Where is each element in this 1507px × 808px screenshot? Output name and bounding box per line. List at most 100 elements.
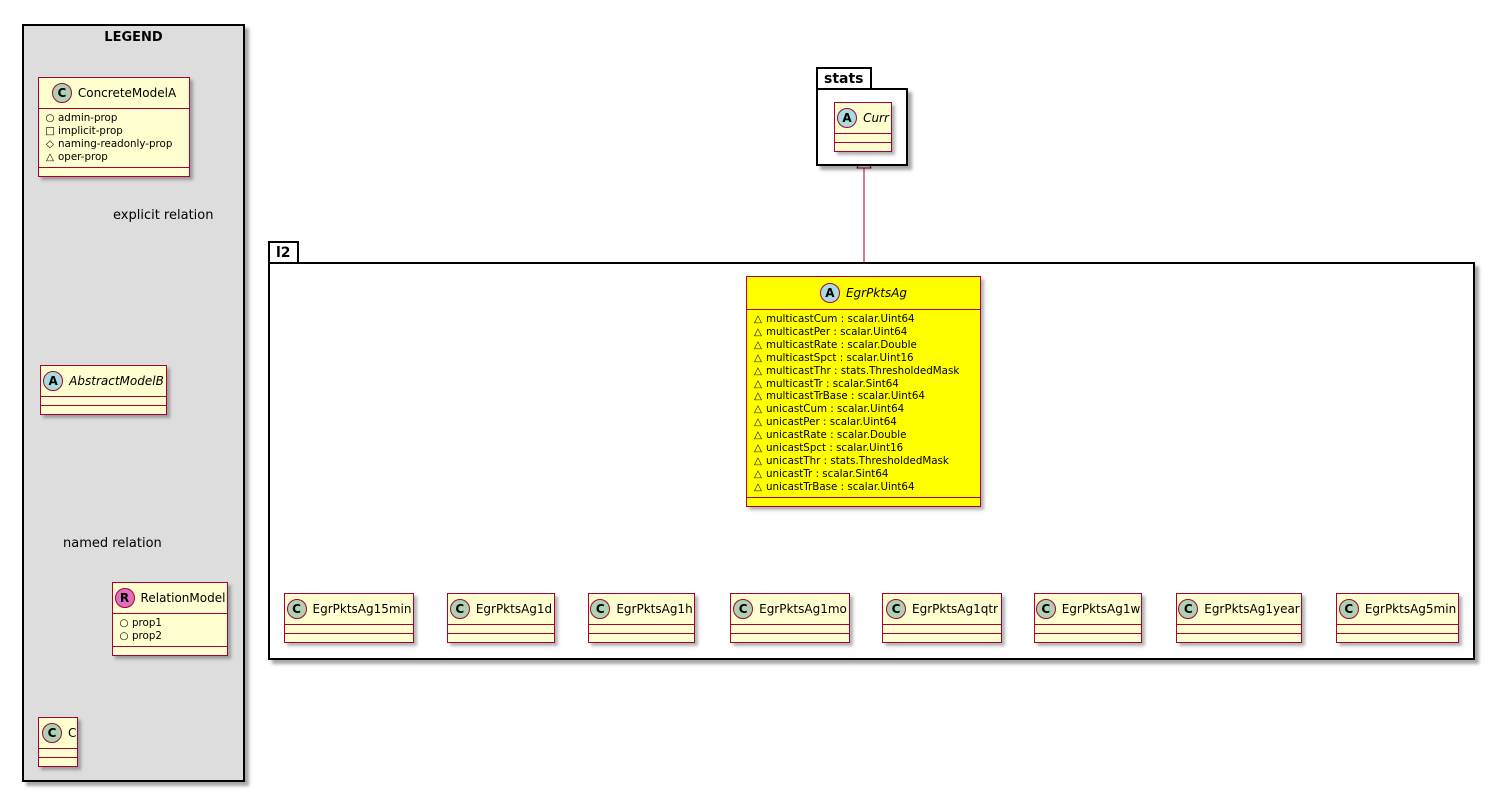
package-visibility-icon: △ bbox=[754, 364, 762, 377]
method-compartment bbox=[448, 634, 554, 642]
package-visibility-icon: △ bbox=[754, 403, 762, 416]
attribute-row: ○prop1 bbox=[119, 617, 221, 630]
relation-model-class[interactable]: R RelationModel ○prop1 ○prop2 bbox=[112, 582, 228, 656]
attribute-compartment bbox=[41, 397, 166, 406]
attribute-row: △unicastCum : scalar.Uint64 bbox=[753, 403, 974, 416]
attribute-row: △multicastCum : scalar.Uint64 bbox=[753, 313, 974, 326]
class-header: C EgrPktsAg15min bbox=[285, 594, 413, 625]
class-name: RelationModel bbox=[140, 591, 226, 605]
attribute-list: ○prop1 ○prop2 bbox=[113, 614, 227, 647]
package-visibility-icon: △ bbox=[754, 338, 762, 351]
attribute-name: prop2 bbox=[132, 629, 162, 642]
package-visibility-icon: △ bbox=[754, 390, 762, 403]
attribute-text: multicastPer : scalar.Uint64 bbox=[766, 325, 908, 338]
egrpktsag-class[interactable]: A EgrPktsAg △multicastCum : scalar.Uint6… bbox=[746, 276, 981, 507]
subclass-egrpktsag1mo[interactable]: C EgrPktsAg1mo bbox=[730, 593, 850, 643]
attribute-text: unicastPer : scalar.Uint64 bbox=[766, 416, 897, 429]
attribute-row: △ multicastThr : stats.ThresholdedMask bbox=[753, 365, 974, 378]
attribute-name: admin-prop bbox=[58, 112, 118, 124]
package-visibility-icon: △ bbox=[754, 351, 762, 364]
attribute-text: multicastThr : stats.ThresholdedMask bbox=[766, 364, 960, 377]
class-badge-icon: C bbox=[286, 599, 307, 619]
class-header: A AbstractModelB bbox=[41, 366, 166, 397]
attribute-row: △unicastSpct : scalar.Uint16 bbox=[753, 442, 974, 455]
abstract-badge-icon: A bbox=[837, 108, 858, 128]
class-badge-icon: C bbox=[1338, 599, 1359, 619]
method-compartment bbox=[285, 634, 413, 642]
abstract-model-class[interactable]: A AbstractModelB bbox=[40, 365, 167, 415]
method-compartment bbox=[835, 143, 891, 151]
attribute-compartment bbox=[1177, 625, 1301, 634]
attribute-row: △multicastSpct : scalar.Uint16 bbox=[753, 352, 974, 365]
class-name: EgrPktsAg1w bbox=[1061, 602, 1141, 616]
class-name: EgrPktsAg15min bbox=[312, 602, 412, 616]
attribute-compartment bbox=[731, 625, 849, 634]
attribute-compartment bbox=[1035, 625, 1141, 634]
attribute-compartment bbox=[589, 625, 694, 634]
attribute-text: multicastRate : scalar.Double bbox=[766, 338, 917, 351]
package-visibility-icon: △ bbox=[754, 467, 762, 480]
method-compartment bbox=[39, 758, 77, 766]
subclass-egrpktsag1w[interactable]: C EgrPktsAg1w bbox=[1034, 593, 1142, 643]
method-compartment bbox=[883, 634, 1001, 642]
attribute-list: △multicastCum : scalar.Uint64△multicastP… bbox=[747, 310, 980, 498]
method-compartment bbox=[731, 634, 849, 642]
class-header: C C bbox=[39, 718, 77, 749]
package-visibility-icon: △ bbox=[46, 150, 54, 163]
concrete-model-class[interactable]: C ConcreteModelA ○admin-prop □implicit-p… bbox=[38, 77, 190, 177]
attribute-row: △ multicastRate : scalar.Double bbox=[753, 339, 974, 352]
package-tab-stats: stats bbox=[816, 67, 872, 90]
class-name: EgrPktsAg1mo bbox=[759, 602, 847, 616]
class-name: EgrPktsAg1h bbox=[616, 602, 693, 616]
subclass-egrpktsag15min[interactable]: C EgrPktsAg15min bbox=[284, 593, 414, 643]
package-tab-l2: l2 bbox=[268, 241, 299, 264]
attribute-row: ○admin-prop bbox=[45, 112, 183, 125]
attribute-row: □implicit-prop bbox=[45, 125, 183, 138]
attribute-row: △oper-prop bbox=[45, 151, 183, 164]
package-visibility-icon: △ bbox=[754, 480, 762, 493]
abstract-badge-icon: A bbox=[819, 283, 840, 303]
class-badge-icon: C bbox=[51, 83, 72, 103]
class-badge-icon: C bbox=[1178, 599, 1199, 619]
attribute-list: ○admin-prop □implicit-prop ◇naming-reado… bbox=[39, 109, 189, 168]
attribute-text: multicastTrBase : scalar.Uint64 bbox=[766, 390, 925, 403]
method-compartment bbox=[39, 168, 189, 176]
protected-visibility-icon: ◇ bbox=[46, 137, 54, 150]
class-badge-icon: C bbox=[1035, 599, 1056, 619]
target-class-c[interactable]: C C bbox=[38, 717, 78, 767]
package-visibility-icon: △ bbox=[754, 454, 762, 467]
attribute-compartment bbox=[448, 625, 554, 634]
package-visibility-icon: △ bbox=[754, 325, 762, 338]
legend-title: LEGEND bbox=[104, 30, 163, 45]
curr-class[interactable]: A Curr bbox=[834, 102, 892, 152]
class-name: EgrPktsAg bbox=[845, 286, 908, 300]
method-compartment bbox=[747, 498, 980, 506]
attribute-compartment bbox=[1337, 625, 1458, 634]
method-compartment bbox=[41, 406, 166, 414]
relation-badge-icon: R bbox=[114, 588, 135, 608]
class-name: AbstractModelB bbox=[69, 374, 164, 388]
attribute-name: implicit-prop bbox=[58, 124, 123, 137]
package-visibility-icon: △ bbox=[754, 442, 762, 455]
attribute-text: unicastTr : scalar.Sint64 bbox=[766, 467, 889, 480]
attribute-row: △ multicastTrBase : scalar.Uint64 bbox=[753, 390, 974, 403]
attribute-compartment bbox=[285, 625, 413, 634]
class-header: C EgrPktsAg1w bbox=[1035, 594, 1141, 625]
class-badge-icon: C bbox=[733, 599, 754, 619]
class-name: EgrPktsAg1d bbox=[475, 602, 553, 616]
package-visibility-icon: △ bbox=[754, 416, 762, 429]
class-header: C ConcreteModelA bbox=[39, 78, 189, 109]
method-compartment bbox=[1035, 634, 1141, 642]
method-compartment bbox=[1337, 634, 1458, 642]
class-header: A EgrPktsAg bbox=[747, 277, 980, 310]
class-badge-icon: C bbox=[42, 723, 62, 743]
class-name: C bbox=[68, 726, 77, 740]
